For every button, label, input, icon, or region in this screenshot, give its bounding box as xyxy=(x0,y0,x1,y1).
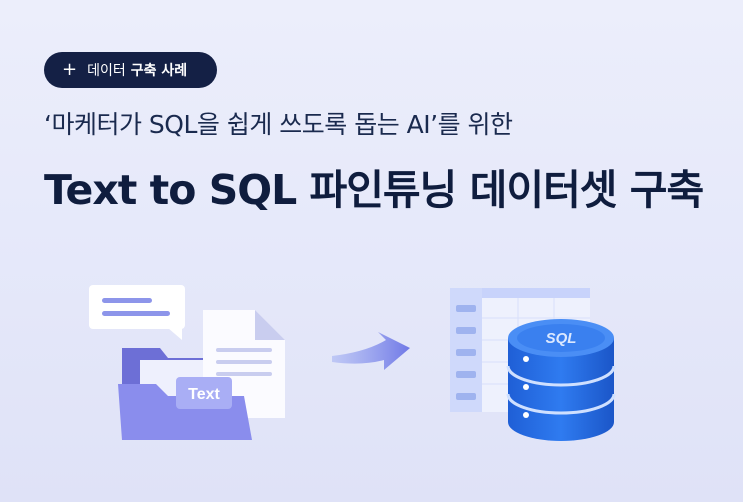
category-badge: + 데이터 구축 사례 xyxy=(44,52,217,88)
folder-icon: Text xyxy=(118,310,285,440)
folder-label: Text xyxy=(188,386,220,403)
arrow-right-icon xyxy=(332,332,410,370)
subtitle: ‘마케터가 SQL을 쉽게 쓰도록 돕는 AI’를 위한 xyxy=(44,110,513,139)
page-title: Text to SQL 파인튜닝 데이터셋 구축 xyxy=(44,166,704,214)
badge-text-regular: 데이터 xyxy=(87,63,126,79)
badge-text-bold: 구축 사례 xyxy=(130,63,188,79)
database-icon: SQL xyxy=(506,319,616,441)
database-label: SQL xyxy=(546,330,577,347)
plus-icon: + xyxy=(62,59,78,80)
chat-bubble-icon xyxy=(89,285,185,340)
